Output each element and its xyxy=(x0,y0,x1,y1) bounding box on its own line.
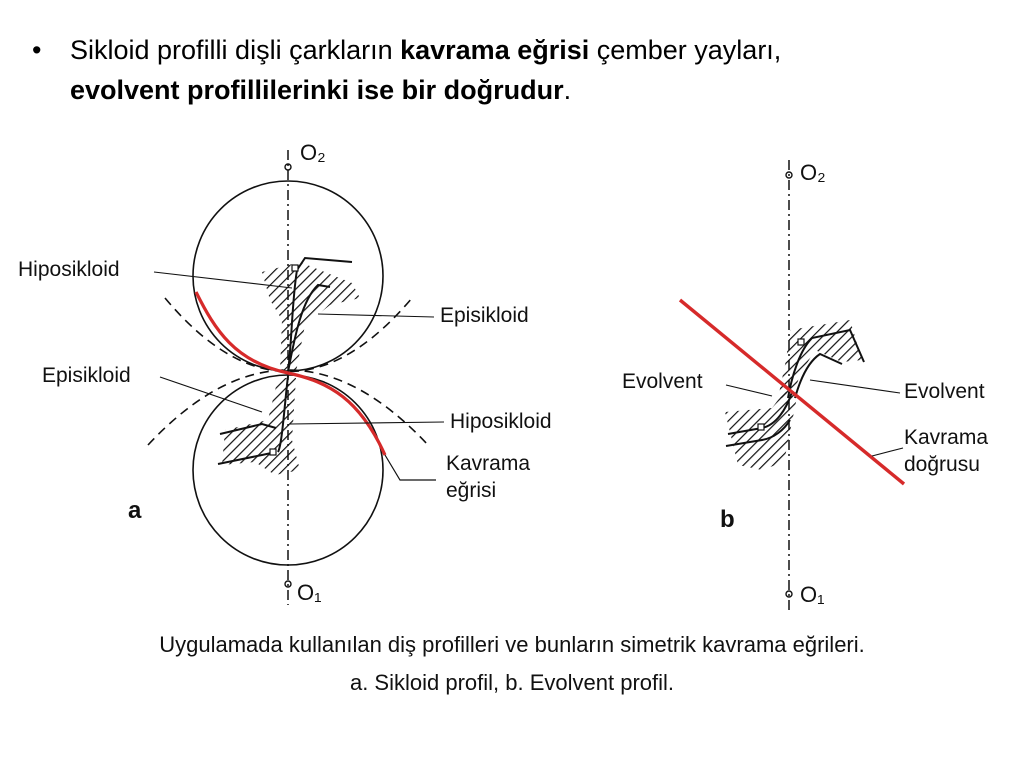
bullet-text-end: . xyxy=(563,75,572,105)
fig-a-label-hiposikloid-right: Hiposikloid xyxy=(450,410,552,433)
bullet-bold-evolvent: evolvent profillilerinki ise bir doğrudu… xyxy=(70,75,564,105)
fig-a-label-o1: O₁ xyxy=(297,580,322,605)
fig-b-label-evolvent-left: Evolvent xyxy=(622,370,703,393)
fig-a-label-kavrama-2: eğrisi xyxy=(446,479,496,502)
fig-b-label-o1: O₁ xyxy=(800,582,825,607)
bullet-text-part1: Sikloid profilli dişli çarkların xyxy=(70,35,401,65)
figure-caption-line1: Uygulamada kullanılan diş profilleri ve … xyxy=(159,632,865,657)
fig-a-contact-marker-bottom xyxy=(269,448,277,456)
fig-a-center-o2 xyxy=(284,163,292,171)
bullet-bold-kavrama: kavrama eğrisi xyxy=(400,35,590,65)
fig-b-center-o1 xyxy=(785,590,793,598)
fig-a-lower-tooth-profile xyxy=(277,375,289,453)
fig-b-leader-evolvent-right xyxy=(809,379,901,394)
fig-b-lower-tooth xyxy=(725,392,798,470)
fig-b-label-evolvent-right: Evolvent xyxy=(904,380,985,403)
fig-b-marker-top xyxy=(797,338,805,346)
fig-b-center-o2 xyxy=(785,171,793,179)
fig-b-leader-evolvent-left xyxy=(725,384,773,397)
fig-a-label-hiposikloid-top: Hiposikloid xyxy=(18,258,120,281)
fig-a-lower-tooth-tip xyxy=(219,422,277,435)
fig-a-leader-kavrama xyxy=(384,454,436,481)
fig-a-upper-tooth xyxy=(262,262,360,372)
fig-a-label-o2: O₂ xyxy=(300,140,326,165)
fig-a-label-episikloid-right: Episikloid xyxy=(440,304,529,327)
fig-b-label-kavrama-1: Kavrama xyxy=(904,426,988,449)
figure-b-diagram: O₂ O₁ Evolvent Evolvent Kavrama doğrusu … xyxy=(622,160,988,612)
fig-a-leader-hiposikloid-right xyxy=(289,421,445,425)
fig-a-lower-pitch-arc xyxy=(147,369,429,446)
fig-a-upper-tooth-flank xyxy=(287,283,331,373)
fig-b-marker-bottom xyxy=(757,423,765,431)
fig-a-leader-episikloid-right xyxy=(317,313,435,318)
fig-a-center-o1 xyxy=(284,580,292,588)
bullet-marker: • xyxy=(32,35,42,65)
bullet-point: • Sikloid profilli dişli çarkların kavra… xyxy=(32,30,1002,110)
fig-b-kavrama-line xyxy=(678,298,906,486)
fig-a-lower-tooth xyxy=(222,378,300,475)
fig-a-label-kavrama-1: Kavrama xyxy=(446,452,530,475)
fig-b-label-kavrama-2: doğrusu xyxy=(904,453,980,476)
fig-a-leader-hiposikloid-top xyxy=(153,271,293,289)
figure-a-diagram: O₂ O₁ Hiposikloid Episikloid Episikloid … xyxy=(18,140,552,605)
fig-a-kavrama-curve xyxy=(194,291,387,456)
fig-b-letter: b xyxy=(720,506,735,533)
fig-a-contact-marker-top xyxy=(291,264,299,272)
fig-a-upper-pitch-arc xyxy=(164,297,413,373)
fig-a-leader-episikloid-left xyxy=(159,376,263,413)
bullet-text-part2: çember yayları, xyxy=(589,35,782,65)
fig-b-label-o2: O₂ xyxy=(800,160,826,185)
figure-caption-line2: a. Sikloid profil, b. Evolvent profil. xyxy=(349,670,675,695)
fig-b-leader-kavrama xyxy=(871,447,904,457)
fig-b-lower-tooth-base xyxy=(725,419,791,447)
fig-a-upper-tooth-tip xyxy=(296,256,353,271)
fig-a-lower-circle xyxy=(192,374,384,566)
bullet-text: Sikloid profilli dişli çarkların kavrama… xyxy=(70,30,1002,110)
fig-a-letter: a xyxy=(128,497,142,524)
fig-a-label-episikloid-left: Episikloid xyxy=(42,364,131,387)
